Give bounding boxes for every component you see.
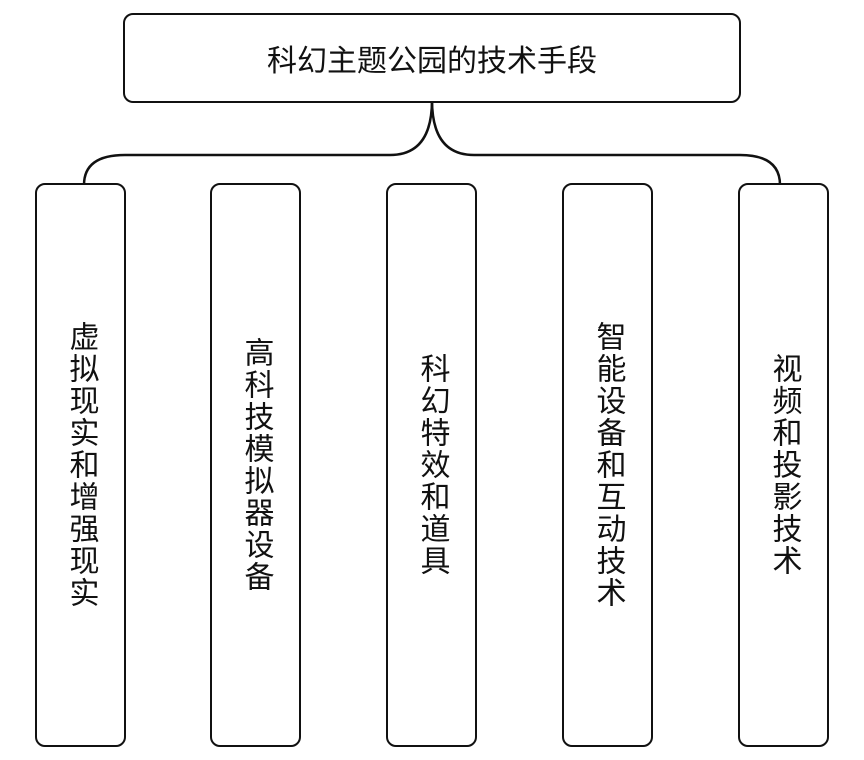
child-node-vr-ar: 虚拟现实和增强现实 [35,183,126,747]
child-label: 智能设备和互动技术 [590,321,626,609]
child-label: 视频和投影技术 [766,353,802,577]
connector-right [430,99,782,186]
root-node: 科幻主题公园的技术手段 [123,13,741,103]
child-node-simulator: 高科技模拟器设备 [210,183,301,747]
child-node-smart-devices: 智能设备和互动技术 [562,183,653,747]
child-label: 科幻特效和道具 [414,353,450,577]
child-node-effects: 科幻特效和道具 [386,183,477,747]
child-label: 虚拟现实和增强现实 [63,321,99,609]
child-label: 高科技模拟器设备 [238,337,274,593]
root-label: 科幻主题公园的技术手段 [267,44,597,79]
connector-root [82,99,434,186]
child-node-video-projection: 视频和投影技术 [738,183,829,747]
